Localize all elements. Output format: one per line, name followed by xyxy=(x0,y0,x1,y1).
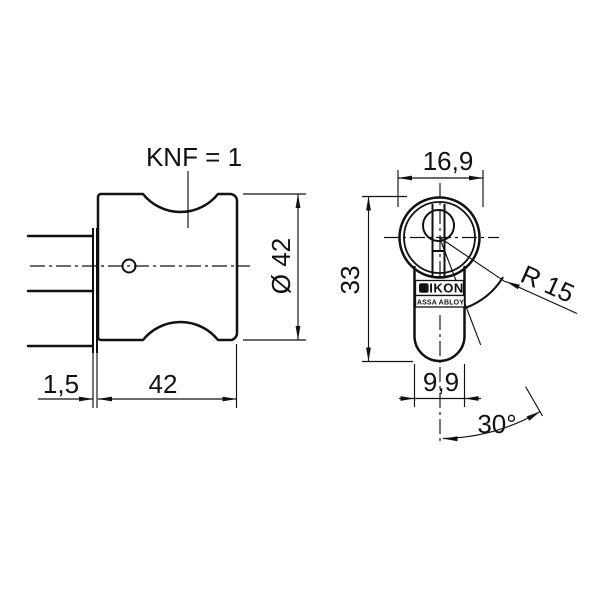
profile-width-text: 16,9 xyxy=(423,146,474,176)
arrowhead-down xyxy=(295,326,301,340)
plug-bore-circle xyxy=(422,209,455,242)
ikon-logo: Z IKON ASSA ABLOY xyxy=(414,279,466,308)
arrowhead-left xyxy=(400,396,415,401)
arrowhead-right xyxy=(469,175,483,181)
cam-angle-text: 30° xyxy=(477,409,516,439)
side-view: KNF = 1 Ø 42 1,5 42 xyxy=(26,142,306,408)
brand-text: IKON xyxy=(429,281,464,296)
dim-body-width: 9,9 xyxy=(399,364,481,407)
dim-length-text: 42 xyxy=(149,369,178,399)
cam-edge-line-right xyxy=(439,237,507,283)
group-plate xyxy=(414,294,466,308)
knob-flange xyxy=(92,228,98,408)
dim-cam-angle: 30° xyxy=(442,386,543,442)
keyway xyxy=(422,204,455,278)
body-width-text: 9,9 xyxy=(423,367,459,397)
arrowhead-down xyxy=(366,347,371,362)
arrowhead-left xyxy=(398,175,412,181)
angle-ray-segment xyxy=(525,386,543,417)
dim-profile-width: 16,9 xyxy=(397,146,484,207)
dim-cam-radius: R 15 xyxy=(505,259,579,315)
dim-flange-and-length: 1,5 42 xyxy=(38,344,238,408)
angle-arrowhead-right xyxy=(526,411,540,421)
arrowhead-up xyxy=(295,194,301,208)
group-text: ASSA ABLOY xyxy=(417,299,465,306)
arrowhead-right xyxy=(79,396,93,402)
radius-arrowhead xyxy=(506,281,520,290)
profile-height-text: 33 xyxy=(335,266,365,295)
face-view: R 15 30° 16,9 33 xyxy=(335,146,579,443)
arrowhead-right xyxy=(464,396,479,401)
cam-arc xyxy=(464,276,504,309)
dim-diameter-text: Ø 42 xyxy=(266,238,296,294)
arrowhead-left xyxy=(98,396,112,402)
cam-radius-text: R 15 xyxy=(516,259,578,309)
angle-arrowhead-left xyxy=(443,436,458,442)
dim-diameter-42: Ø 42 xyxy=(243,193,306,341)
dim-flange-text: 1,5 xyxy=(43,369,79,399)
knob-type-label: KNF = 1 xyxy=(146,142,242,228)
arrowhead-right-end xyxy=(222,396,237,402)
dim-profile-height: 33 xyxy=(335,195,413,363)
cylinder-body-lines xyxy=(26,234,95,348)
ikon-mark-square xyxy=(419,283,429,293)
knob-type-text: KNF = 1 xyxy=(146,142,242,172)
arrowhead-up xyxy=(366,196,371,211)
ikon-mark-glyph: Z xyxy=(421,283,426,293)
knob-outline xyxy=(96,192,239,342)
